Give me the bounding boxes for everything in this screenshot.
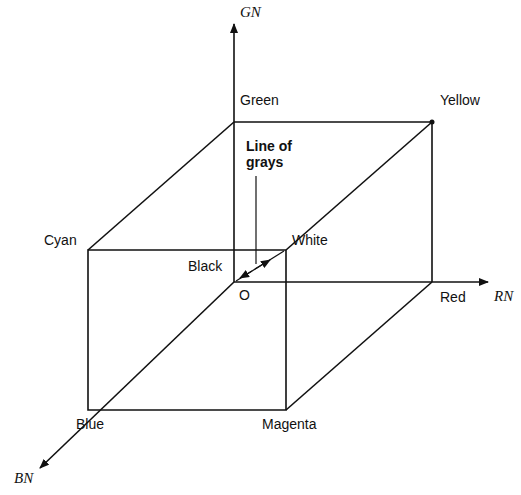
cube-edge xyxy=(286,282,432,410)
vertex-label: Cyan xyxy=(44,232,77,248)
vertex-label: Magenta xyxy=(262,416,316,432)
callout-label: Line of grays xyxy=(246,138,302,170)
axis-label: GN xyxy=(240,4,261,20)
vertex-label: Red xyxy=(440,289,466,305)
cube-edge xyxy=(88,122,234,250)
vertex-label: Green xyxy=(240,92,279,108)
axis-label: BN xyxy=(14,470,33,486)
gray-diagonal xyxy=(236,251,284,281)
cube-edge xyxy=(234,122,432,282)
gray-arrow xyxy=(240,271,252,278)
r-axis xyxy=(234,281,488,283)
origin-label: O xyxy=(239,287,250,303)
corner-dot xyxy=(430,120,435,125)
axis-label: RN xyxy=(494,288,513,304)
cube-edge xyxy=(88,250,286,410)
cube-edge xyxy=(286,122,432,250)
g-axis xyxy=(233,24,235,282)
b-axis xyxy=(40,282,234,468)
leader-line xyxy=(255,176,256,264)
gray-arrow xyxy=(255,260,270,269)
vertex-label: White xyxy=(292,232,328,248)
vertex-label: Blue xyxy=(76,416,104,432)
vertex-label: Black xyxy=(188,258,222,274)
vertex-label: Yellow xyxy=(440,92,480,108)
